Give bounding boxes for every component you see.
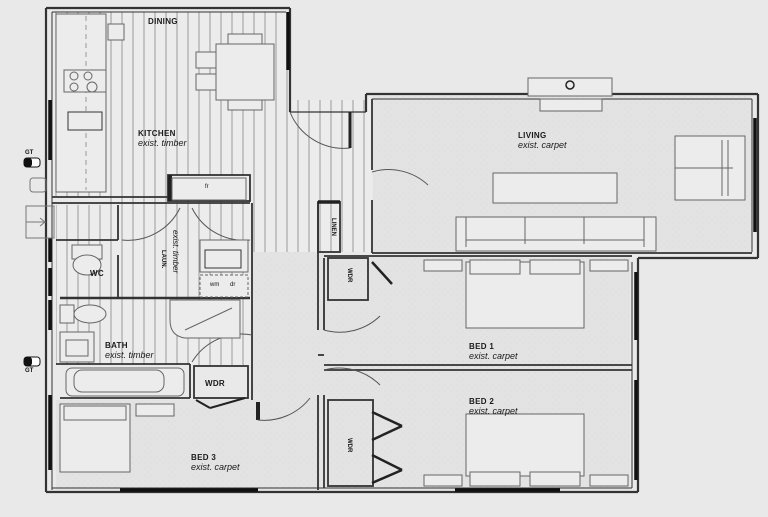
closet-label-wdr-bed1: WDR	[346, 268, 352, 283]
room-label-bath: BATH exist. timber	[105, 342, 154, 360]
gas-tap-icons	[23, 157, 41, 367]
closet-label-linen: LINEN	[330, 218, 336, 236]
room-label-kitchen: KITCHEN exist. timber	[138, 130, 187, 148]
dryer-label: dr	[230, 282, 236, 288]
fridge-label: fr	[205, 184, 209, 190]
room-name: KITCHEN	[138, 129, 176, 138]
exterior-walls	[44, 6, 760, 494]
furniture	[55, 13, 746, 487]
doors	[121, 111, 429, 485]
room-name: BATH	[105, 341, 128, 350]
room-name: WC	[90, 269, 104, 278]
room-finish: exist. timber	[138, 138, 187, 148]
closet-label-wdr-bath: WDR	[205, 380, 225, 388]
closet-label-wdr-bed2: WDR	[346, 438, 352, 453]
room-label-bed2: BED 2 exist. carpet	[469, 398, 518, 416]
gas-tap-label-upper: GT	[25, 150, 34, 156]
room-label-bed1: BED 1 exist. carpet	[469, 343, 518, 361]
room-finish: exist. carpet	[191, 462, 240, 472]
room-finish: exist. carpet	[469, 406, 518, 416]
room-finish: exist. timber	[105, 350, 154, 360]
gas-tap-label-lower: GT	[25, 368, 34, 374]
room-name: BED 1	[469, 342, 495, 351]
room-name: BED 3	[191, 453, 217, 462]
entry-step	[25, 177, 55, 239]
washer-label: wm	[210, 282, 220, 288]
room-name: LAUN.	[160, 250, 166, 269]
room-label-laundry: LAUN.	[160, 250, 166, 268]
closet-name: WDR	[205, 379, 226, 388]
room-name: LIVING	[518, 131, 547, 140]
windows	[48, 12, 757, 492]
room-name: DINING	[148, 17, 178, 26]
room-finish: exist. carpet	[518, 140, 567, 150]
room-label-wc: WC	[90, 270, 104, 278]
room-label-living: LIVING exist. carpet	[518, 132, 567, 150]
room-name: BED 2	[469, 397, 495, 406]
room-finish-laundry: exist. timber	[171, 230, 180, 274]
room-label-bed3: BED 3 exist. carpet	[191, 454, 240, 472]
room-label-dining: DINING	[148, 18, 178, 26]
room-finish: exist. carpet	[469, 351, 518, 361]
